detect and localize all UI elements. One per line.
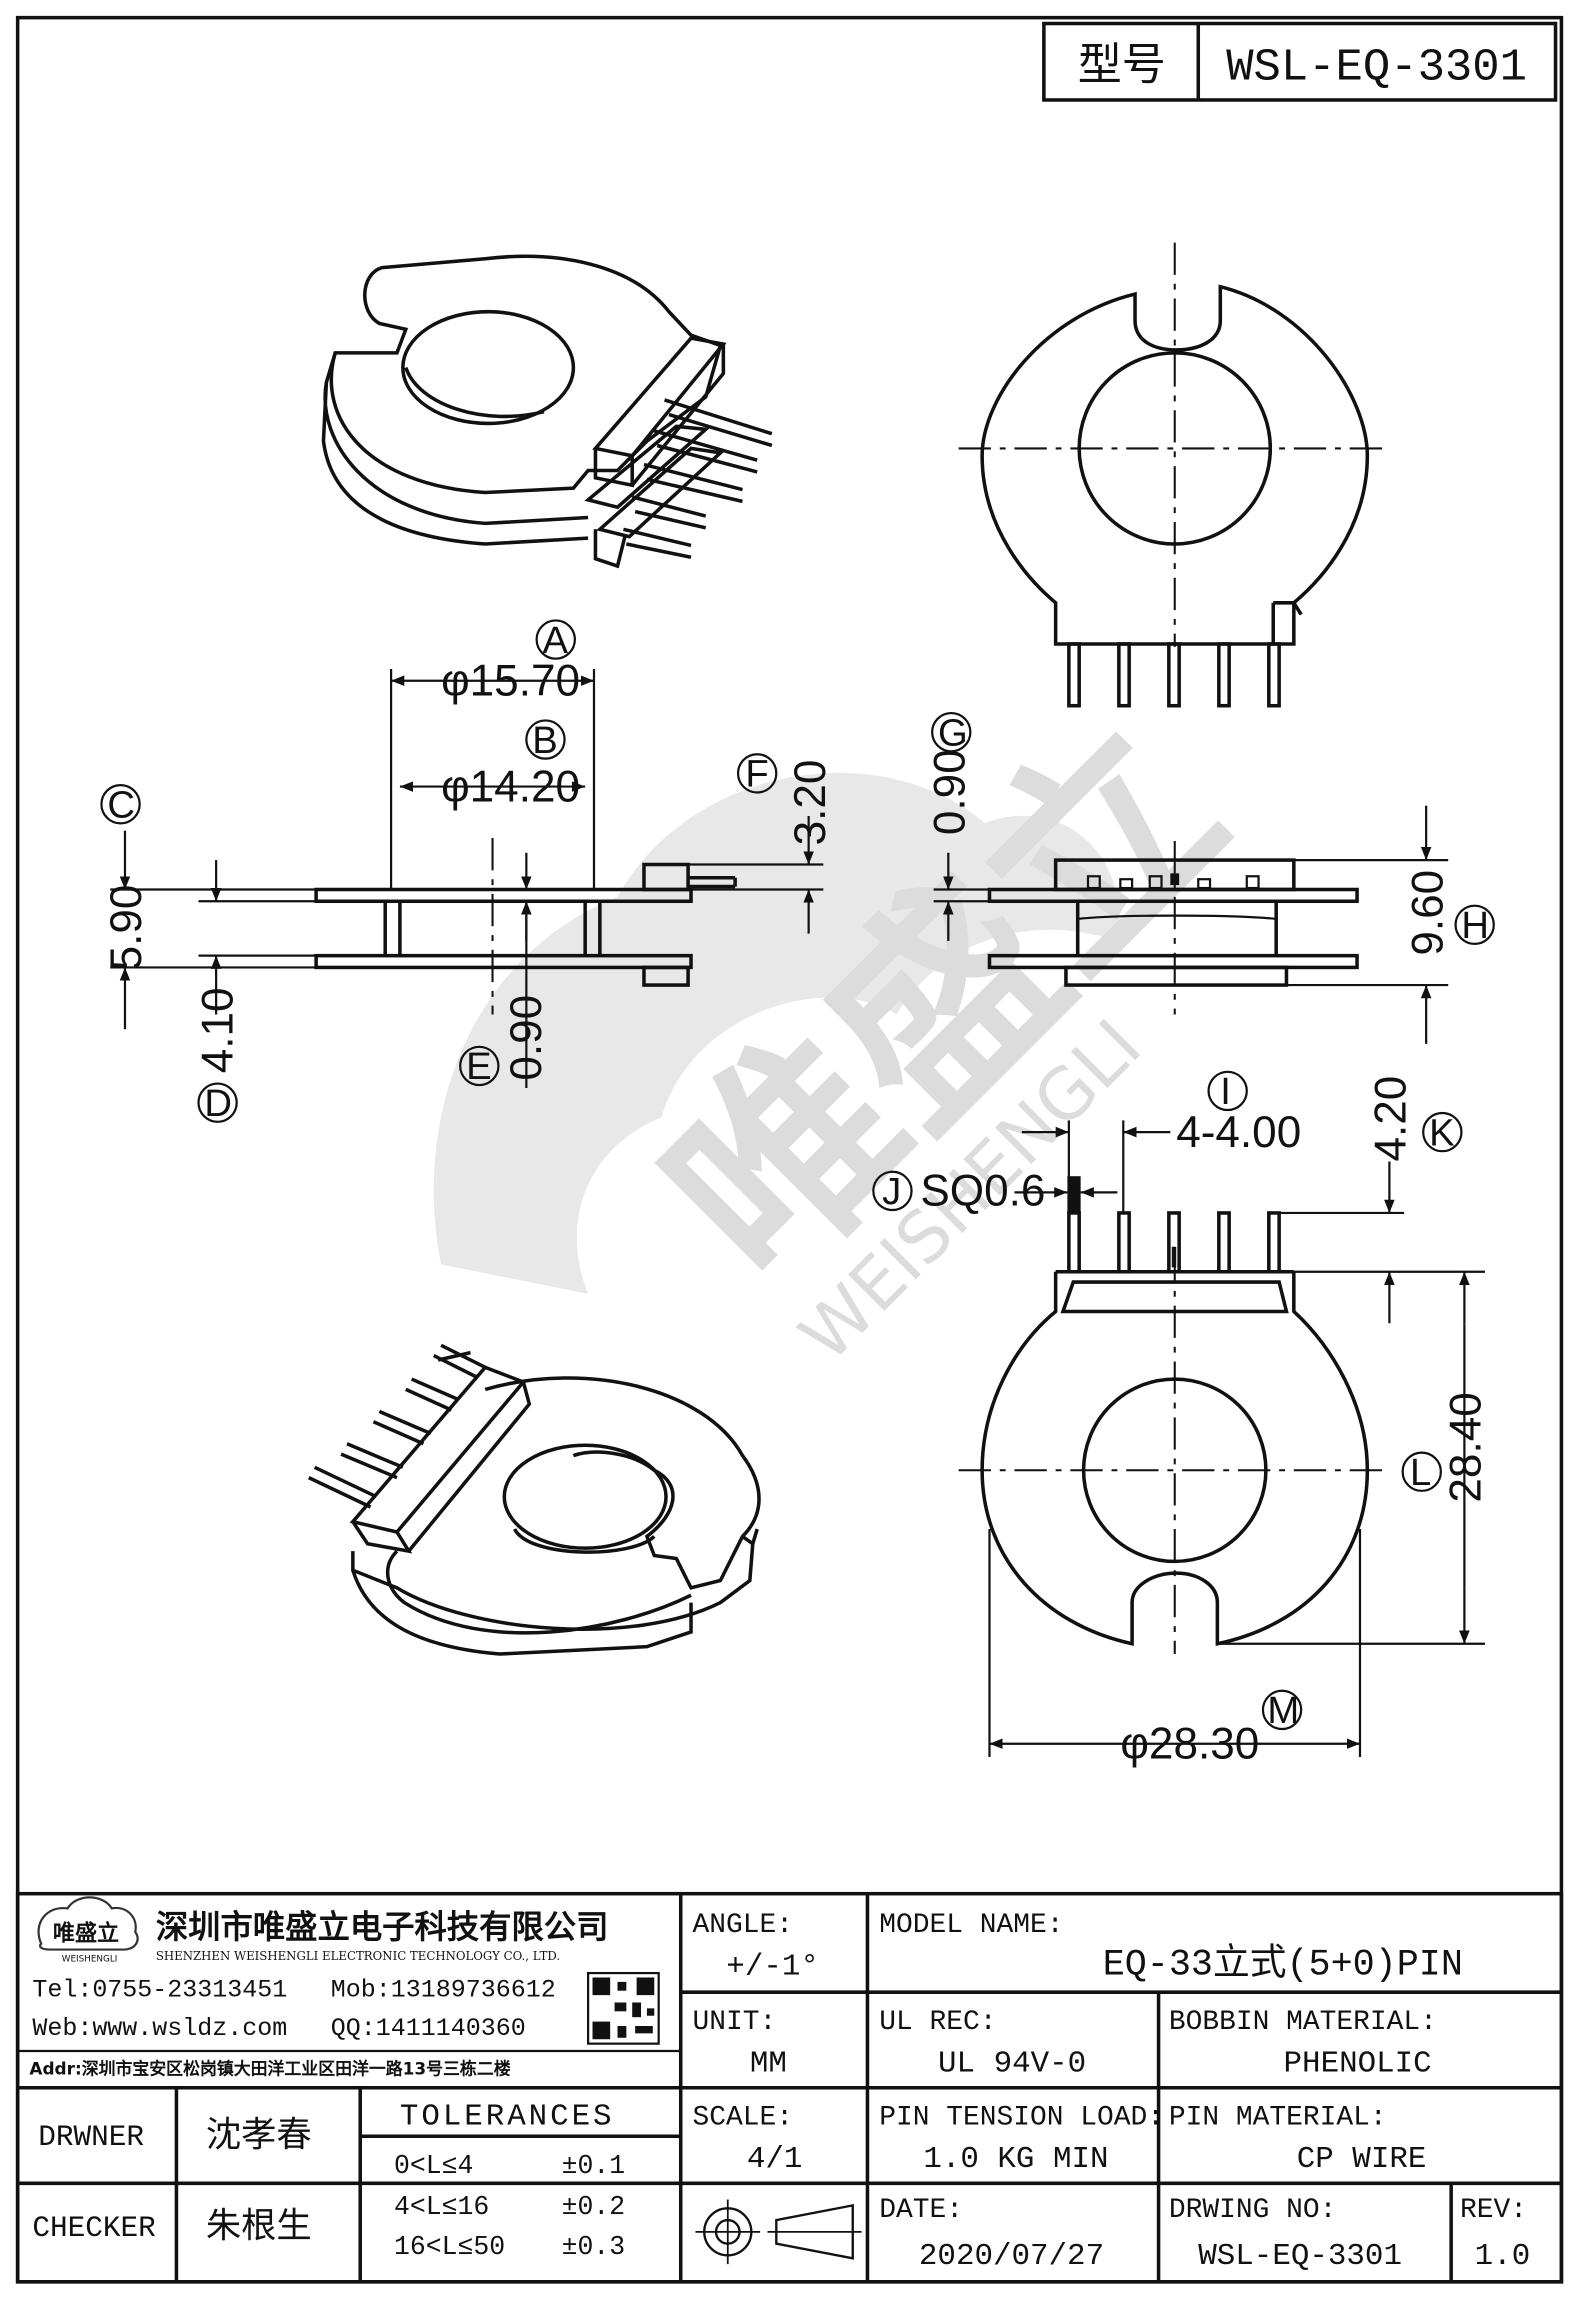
ul-label: UL REC: (879, 2007, 996, 2038)
tension-value: 1.0 KG MIN (923, 2142, 1108, 2177)
dim-k-tag: K (1429, 1111, 1455, 1154)
projection-symbol-icon (695, 2199, 862, 2265)
drawing-no-value: WSL-EQ-3301 (1198, 2239, 1402, 2274)
dim-l-tag: L (1410, 1451, 1431, 1494)
company-qq: QQ:1411140360 (331, 2014, 526, 2043)
qr-code-icon (587, 1971, 660, 2045)
dim-e-value: 0.90 (502, 995, 551, 1081)
top-title-block: 型号 WSL-EQ-3301 (1042, 21, 1558, 102)
dim-g-tag: G (938, 711, 968, 754)
dim-h-tag: H (1461, 904, 1489, 947)
model-name-value: EQ-33立式(5+0)PIN (1103, 1943, 1463, 1987)
dim-c-tag: C (107, 783, 135, 826)
drawer-value: 沈孝春 (206, 2115, 312, 2156)
pin-material-label: PIN MATERIAL: (1169, 2103, 1387, 2134)
checker-value: 朱根生 (206, 2206, 312, 2247)
scale-label: SCALE: (692, 2103, 793, 2134)
dim-g-value: 0.90 (925, 749, 974, 835)
tension-label: PIN TENSION LOAD: (879, 2103, 1164, 2134)
dim-i-value: 4-4.00 (1176, 1108, 1301, 1157)
ul-value: UL 94V-0 (938, 2047, 1086, 2082)
dim-a-tag: A (543, 619, 569, 662)
front-view-top (958, 242, 1391, 708)
tolerance-value-0: ±0.1 (562, 2151, 626, 2181)
company-mob: Mob:13189736612 (331, 1976, 556, 2005)
company-logo-text: 唯盛立 (53, 1921, 119, 1947)
checker-label: CHECKER (32, 2212, 155, 2245)
bobbin-label: BOBBIN MATERIAL: (1169, 2007, 1437, 2038)
drawer-label: DRWNER (38, 2121, 144, 2154)
company-name-en: SHENZHEN WEISHENGLI ELECTRONIC TECHNOLOG… (156, 1949, 560, 1963)
tolerance-range-2: 16<L≤50 (394, 2232, 505, 2262)
dim-b-tag: B (532, 719, 558, 762)
rev-label: REV: (1460, 2195, 1527, 2226)
dim-b-value: φ14.20 (441, 762, 580, 811)
isometric-view-bottom (307, 1343, 761, 1656)
side-view-right: 0.90 G 9.60 H (925, 711, 1495, 1044)
dim-f-value: 3.20 (786, 760, 835, 846)
dim-m-value: φ28.30 (1120, 1719, 1259, 1768)
dim-d-tag: D (204, 1082, 232, 1125)
dim-l-value: 28.40 (1442, 1392, 1491, 1502)
tolerance-range-0: 0<L≤4 (394, 2151, 473, 2181)
unit-label: UNIT: (692, 2007, 776, 2038)
angle-label: ANGLE: (692, 1910, 793, 1941)
drawing-no-label: DRWING NO: (1169, 2195, 1337, 2226)
scale-value: 4/1 (747, 2142, 803, 2177)
rev-value: 1.0 (1475, 2239, 1531, 2274)
company-tel: Tel:0755-23313451 (32, 1976, 287, 2005)
dim-j-value: SQ0.6 (920, 1167, 1045, 1216)
model-number-top: WSL-EQ-3301 (1226, 41, 1527, 93)
dim-e-tag: E (466, 1045, 492, 1088)
company-logo-sub: WEISHENGLI (62, 1954, 118, 1964)
tolerance-value-2: ±0.3 (562, 2232, 626, 2262)
dim-c-value: 5.90 (102, 885, 151, 971)
company-address: Addr:深圳市宝安区松岗镇大田洋工业区田洋一路13号三栋二楼 (29, 2059, 510, 2079)
date-label: DATE: (879, 2195, 963, 2226)
tolerance-value-1: ±0.2 (562, 2192, 626, 2222)
company-web: Web:www.wsldz.com (32, 2014, 287, 2043)
side-section-view: φ15.70 A φ14.20 B 5.90 C 4.10 D 0.90 E (100, 619, 835, 1125)
dim-i-tag: I (1220, 1070, 1231, 1113)
dim-m-tag: M (1267, 1689, 1299, 1732)
company-logo-icon (37, 1896, 139, 1951)
unit-value: MM (750, 2047, 787, 2082)
dim-j-tag: J (882, 1170, 901, 1213)
dim-f-tag: F (745, 753, 768, 796)
bobbin-value: PHENOLIC (1284, 2047, 1432, 2082)
isometric-view-top (321, 254, 773, 569)
company-name-cn: 深圳市唯盛立电子科技有限公司 (156, 1908, 609, 1946)
dim-k-value: 4.20 (1367, 1076, 1416, 1162)
dim-a-value: φ15.70 (441, 656, 580, 705)
type-label: 型号 (1078, 39, 1166, 90)
date-value: 2020/07/27 (919, 2239, 1104, 2274)
tolerances-title: TOLERANCES (400, 2100, 615, 2135)
angle-value: +/-1° (726, 1950, 819, 1985)
title-block: 唯盛立 WEISHENGLI 深圳市唯盛立电子科技有限公司 SHENZHEN W… (15, 1891, 1564, 2284)
dim-h-value: 9.60 (1403, 870, 1452, 956)
dim-d-value: 4.10 (193, 987, 242, 1073)
pin-material-value: CP WIRE (1297, 2142, 1427, 2177)
bottom-view-right: 4-4.00 I J SQ0.6 4.20 K 28.40 L φ28.30 M (872, 1070, 1491, 1768)
model-name-label: MODEL NAME: (879, 1910, 1063, 1941)
tolerance-range-1: 4<L≤16 (394, 2192, 489, 2222)
